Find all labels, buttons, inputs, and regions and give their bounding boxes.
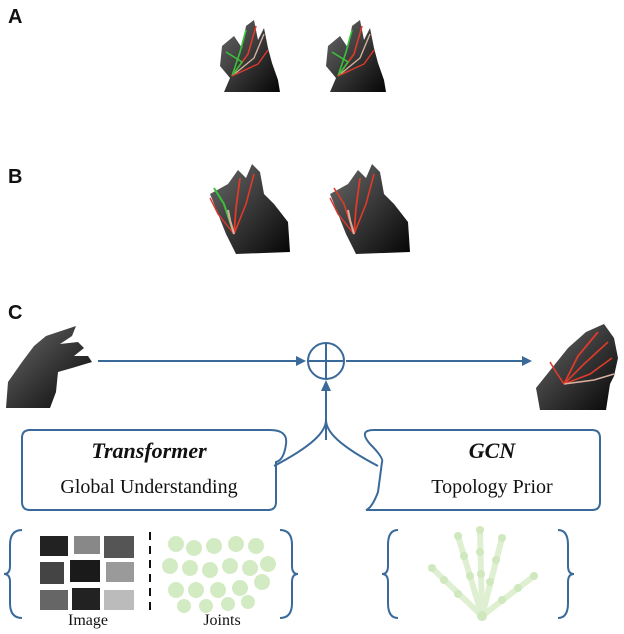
joints-caption: Joints bbox=[203, 612, 241, 629]
skeleton-brace bbox=[381, 529, 575, 619]
transformer-title: Transformer bbox=[91, 438, 207, 463]
gcn-subtitle: Topology Prior bbox=[431, 476, 553, 498]
sum-operator-icon bbox=[307, 342, 345, 380]
gcn-box bbox=[363, 429, 601, 511]
hand-skeleton-icon bbox=[428, 526, 538, 621]
transformer-box bbox=[21, 429, 288, 511]
image-patches-icon bbox=[40, 536, 134, 610]
transformer-subtitle: Global Understanding bbox=[60, 476, 238, 498]
hand-pose-output bbox=[536, 324, 618, 410]
panel-label-a: A bbox=[8, 6, 23, 28]
main-flow-arrows bbox=[98, 356, 532, 366]
panel-label-b: B bbox=[8, 166, 23, 188]
gcn-title: GCN bbox=[468, 438, 516, 463]
hand-pose-overlay-b1 bbox=[209, 164, 290, 254]
hand-pose-overlay-a1 bbox=[220, 20, 280, 92]
hand-pose-overlay-a2 bbox=[326, 20, 386, 92]
depth-hand-image bbox=[6, 326, 92, 408]
panel-label-c: C bbox=[8, 302, 23, 324]
joint-tokens-icon bbox=[162, 536, 276, 613]
merge-arrow bbox=[273, 380, 379, 467]
hand-pose-overlay-b2 bbox=[329, 164, 410, 254]
input-brace-left bbox=[3, 529, 299, 619]
image-caption: Image bbox=[68, 612, 108, 629]
